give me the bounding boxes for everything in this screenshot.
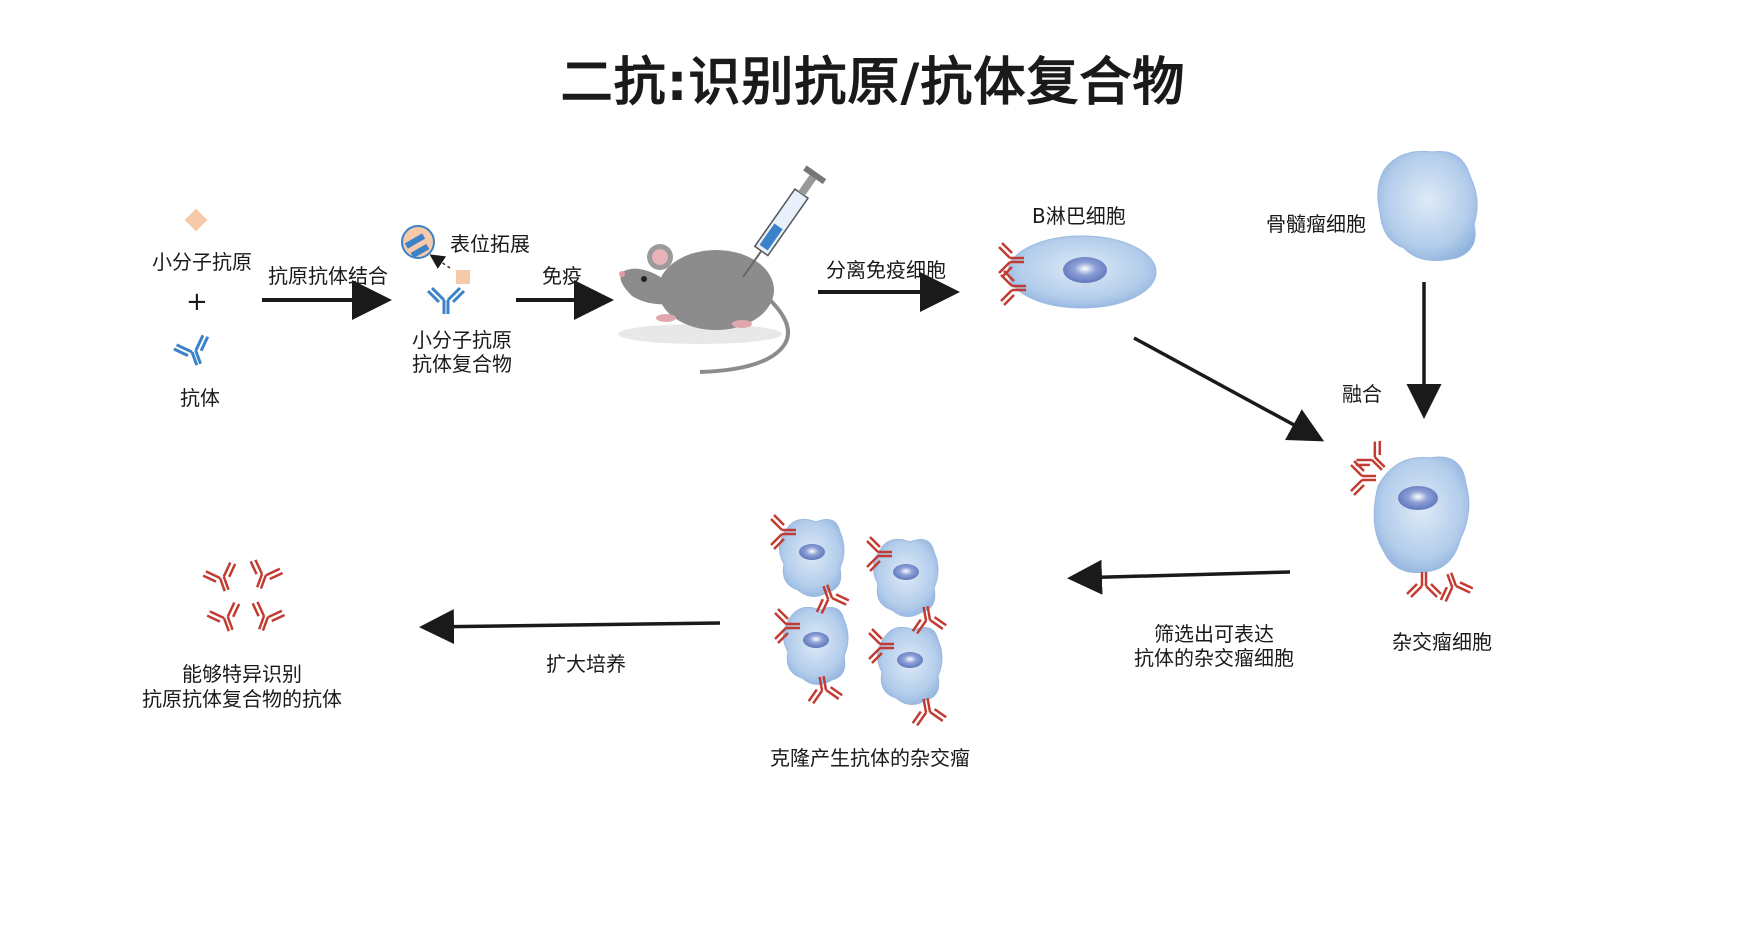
antigen-square bbox=[456, 270, 470, 284]
antibody-icon-blue bbox=[171, 332, 218, 373]
label-small-molecule-antigen: 小分子抗原 bbox=[152, 250, 252, 274]
myeloma-cell bbox=[1377, 150, 1478, 261]
label-myeloma-cell: 骨髓瘤细胞 bbox=[1266, 212, 1366, 236]
antigen-diamond bbox=[184, 208, 208, 232]
label-isolate-immune-cells: 分离免疫细胞 bbox=[826, 258, 946, 282]
result-antibody-3 bbox=[204, 599, 248, 638]
label-hybridoma: 杂交瘤细胞 bbox=[1392, 630, 1492, 654]
label-clone-hybridoma: 克隆产生抗体的杂交瘤 bbox=[770, 746, 970, 770]
label-binding: 抗原抗体结合 bbox=[268, 264, 388, 288]
label-complex-line2: 抗体复合物 bbox=[412, 352, 512, 376]
result-antibody-2 bbox=[241, 557, 285, 595]
label-expand-culture: 扩大培养 bbox=[546, 652, 626, 676]
arrow-expand bbox=[419, 609, 721, 645]
label-result-line1: 能够特异识别 bbox=[182, 662, 302, 686]
label-complex-line1: 小分子抗原 bbox=[412, 328, 512, 352]
cloned-hybridoma-4 bbox=[876, 626, 943, 706]
label-result-line2: 抗原抗体复合物的抗体 bbox=[142, 687, 342, 711]
label-antibody: 抗体 bbox=[180, 386, 220, 410]
hybridoma-antibody-icon-4 bbox=[1432, 566, 1476, 605]
cloned-hybridoma-3 bbox=[782, 606, 849, 686]
label-epitope-expansion: 表位拓展 bbox=[450, 232, 530, 256]
complex-antibody-icon bbox=[426, 286, 466, 316]
label-plus: + bbox=[186, 287, 208, 317]
result-antibody-1 bbox=[200, 559, 244, 598]
syringe-icon bbox=[742, 165, 827, 278]
hybridoma-cell bbox=[1373, 456, 1470, 574]
label-fusion: 融合 bbox=[1342, 382, 1382, 406]
label-screen-line1: 筛选出可表达 bbox=[1154, 622, 1274, 646]
b-lymphocyte-cell bbox=[1007, 235, 1157, 309]
result-antibody-4 bbox=[243, 599, 287, 637]
page-title: 二抗:识别抗原/抗体复合物 bbox=[560, 53, 1186, 113]
mouse-icon bbox=[618, 244, 790, 374]
arrow-lymphocyte-to-hybridoma bbox=[1133, 336, 1325, 442]
label-b-lymphocyte: B淋巴细胞 bbox=[1032, 204, 1126, 228]
label-immunize: 免疫 bbox=[542, 264, 582, 288]
hybridoma-antibody-icon-3 bbox=[1405, 570, 1443, 599]
label-screen-line2: 抗体的杂交瘤细胞 bbox=[1134, 646, 1294, 670]
arrow-screen bbox=[1067, 559, 1291, 595]
